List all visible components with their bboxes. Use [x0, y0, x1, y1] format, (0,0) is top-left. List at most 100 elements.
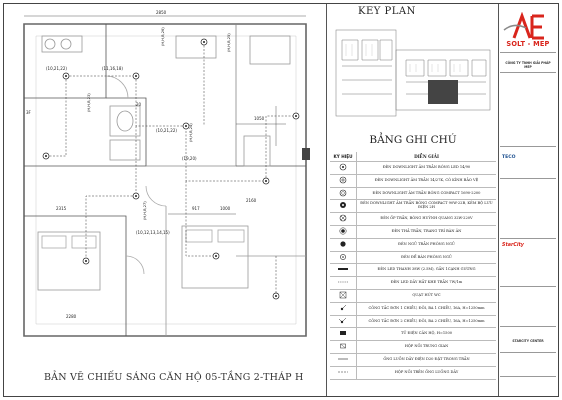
- pendant-icon: [330, 225, 357, 239]
- legend-row: HỘP NỐI TRÊN ỐNG LUỒNG DÂY: [330, 366, 496, 380]
- owner-logo: TECO: [502, 155, 516, 160]
- conduit-ceiling-icon: [330, 353, 357, 367]
- plan-dimension-label: 1000: [220, 206, 231, 211]
- fan-icon: [330, 289, 357, 303]
- tb-line: [500, 72, 556, 73]
- logo-mark-icon: [503, 11, 544, 40]
- legend-row: ỐNG LUỒN DÂY ĐIỆN D20 ĐẶT TRONG TRẦN: [330, 353, 496, 367]
- legend-row-desc: ĐÈN ỐP TRẦN, BÓNG HUỲNH QUANG 32W-220V: [356, 212, 496, 226]
- legend-row: ĐÈN DOWNLIGHT ÂM TRẦN BÓNG COMPACT 1690-…: [330, 187, 496, 201]
- db-panel-icon: [330, 327, 357, 342]
- plan-dimension-label: (10,21,22): [46, 66, 67, 71]
- keyplan-title: KEY PLAN: [358, 6, 416, 17]
- legend-row-desc: ĐÈN DOWNLIGHT ÂM TRẦN BÓNG COMPACT 1690-…: [356, 187, 496, 201]
- plan-circuit-label: (H,H,B,25): [227, 33, 231, 52]
- plan-dimension-label: (11,16,18): [102, 66, 123, 71]
- legend-row: HỘP NỐI TRUNG GIAN: [330, 340, 496, 354]
- tb-line: [500, 178, 556, 179]
- contractor-logo: StarCity: [502, 243, 524, 248]
- plan-dimension-label: 1050: [254, 116, 265, 121]
- plan-dimension-label: 2850: [156, 10, 167, 15]
- plan-dimension-label: 2160: [246, 198, 257, 203]
- legend-row-desc: ỐNG LUỒN DÂY ĐIỆN D20 ĐẶT TRONG TRẦN: [356, 353, 496, 367]
- downlight-compact-led-icon: [330, 199, 357, 214]
- downlight-compact-icon: [330, 187, 357, 201]
- legend-row: QUẠT HÚT WC: [330, 289, 496, 303]
- legend-row-desc: CÔNG TẮC ĐƠN 2 CHIỀU, ĐÔI, BA 2 CHIỀU, 1…: [356, 315, 496, 329]
- legend-row: ĐÈN ỐP TRẦN, BÓNG HUỲNH QUANG 32W-220V: [330, 212, 496, 226]
- plan-circuit-label: (H,H,B,23): [87, 93, 91, 112]
- legend-row-desc: QUẠT HÚT WC: [356, 289, 496, 303]
- project-name: STARCITY CENTER: [512, 339, 544, 343]
- bed-light-icon: [330, 251, 357, 265]
- legend-row: ĐÈN DOWNLIGHT ÂM TRẦN 14/27K, CÓ KÍNH BẢ…: [330, 174, 496, 188]
- legend-row: CÔNG TẮC ĐƠN 1 CHIỀU, ĐÔI, BA 1 CHIỀU, 1…: [330, 302, 496, 316]
- legend-row-desc: ĐÈN DOWNLIGHT ÂM TRẦN BÓNG LED 14/90: [356, 161, 496, 175]
- legend-row-desc: TỦ ĐIỆN CĂN HỘ, H=1500: [356, 327, 496, 342]
- junction-box-icon: [330, 340, 357, 354]
- led-strip-cove-icon: [330, 276, 357, 290]
- legend-row-desc: CÔNG TẮC ĐƠN 1 CHIỀU, ĐÔI, BA 1 CHIỀU, 1…: [356, 302, 496, 316]
- floor-plan-svg: 2850 (10,21,22) (11,16,18) 3F 20 (10,21,22) (1…: [23, 10, 310, 337]
- plan-dimension-label: (10,21,22): [156, 128, 177, 133]
- legend-row-desc: HỘP NỐI TRÊN ỐNG LUỒNG DÂY: [356, 366, 496, 380]
- plan-dimension-label: 3F: [26, 110, 32, 115]
- titleblock-divider: [498, 4, 499, 396]
- tb-line: [500, 376, 556, 377]
- wall-light-icon: [330, 212, 357, 226]
- legend-header-row: KÝ HIỆU DIỄN GIẢI: [330, 152, 496, 162]
- downlight-protect-icon: [330, 174, 357, 188]
- plan-dimension-label: 20: [136, 102, 142, 107]
- legend-row: ĐÈN LED THANH 38W (2.5M), GẮN 1CẠNH GƯƠN…: [330, 263, 496, 278]
- legend-row: ĐÈN LED DÂY HẮT KHE TRẦN 7W/1m: [330, 276, 496, 290]
- legend-row: ĐÈN NGỦ TRẦN PHÒNG NGỦ: [330, 238, 496, 252]
- legend-row-desc: ĐÈN THẢ TRẦN, TRANG TRÍ BÀN ĂN: [356, 225, 496, 239]
- plan-divider: [326, 4, 327, 396]
- downlight-led-icon: [330, 161, 357, 175]
- plan-circuit-label: (H,H,B,27): [143, 201, 147, 220]
- tb-line: [500, 326, 556, 327]
- legend-panel: BẢNG GHI CHÚ KÝ HIỆU DIỄN GIẢI ĐÈN DOWNL…: [330, 134, 496, 392]
- conduit-floor-icon: [330, 366, 357, 380]
- legend-row: TỦ ĐIỆN CĂN HỘ, H=1500: [330, 327, 496, 342]
- legend-row-desc: ĐÈN LED THANH 38W (2.5M), GẮN 1CẠNH GƯƠN…: [356, 263, 496, 278]
- plan-circuit-label: (H,H,B,24): [189, 123, 193, 142]
- plan-dimension-label: 917: [192, 206, 200, 211]
- legend-row: ĐÈN DOWNLIGHT ÂM TRẦN BÓNG LED 14/90: [330, 161, 496, 175]
- title-block: SOLT - MEP CÔNG TY TNHH GIẢI PHÁP MEP TE…: [500, 6, 556, 394]
- legend-title: BẢNG GHI CHÚ: [369, 134, 457, 146]
- company-name: CÔNG TY TNHH GIẢI PHÁP MEP: [505, 61, 551, 69]
- legend-row-desc: ĐÈN DOWNLIGHT ÂM TRẦN 14/27K, CÓ KÍNH BẢ…: [356, 174, 496, 188]
- plan-dimension-label: 2280: [66, 314, 77, 319]
- legend-row: ĐÈN ĐỂ BÀN PHÒNG NGỦ: [330, 251, 496, 265]
- plan-dimension-label: (19,20): [182, 156, 197, 161]
- plan-title: BẢN VẼ CHIẾU SÁNG CĂN HỘ 05-TẦNG 2-THÁP …: [44, 372, 304, 383]
- tb-line: [500, 286, 556, 287]
- legend-row-desc: ĐÈN NGỦ TRẦN PHÒNG NGỦ: [356, 238, 496, 252]
- legend-row-desc: ĐÈN ĐỂ BÀN PHÒNG NGỦ: [356, 251, 496, 265]
- legend-row: ĐÈN DOWNLIGHT ÂM TRẦN BÓNG COMPACT 90W-2…: [330, 199, 496, 214]
- plan-dimension-label: 2315: [56, 206, 67, 211]
- tb-line: [500, 352, 556, 353]
- switch-1way-icon: [330, 302, 357, 316]
- floor-plan: 2850 (10,21,22) (11,16,18) 3F 20 (10,21,22) (1…: [6, 6, 324, 368]
- tb-line: [500, 52, 556, 53]
- company-logo: SOLT - MEP: [500, 11, 556, 48]
- legend-row-desc: ĐÈN LED DÂY HẮT KHE TRẦN 7W/1m: [356, 276, 496, 290]
- legend-row-desc: HỘP NỐI TRUNG GIAN: [356, 340, 496, 354]
- legend-header-desc: DIỄN GIẢI: [356, 152, 496, 162]
- switch-2way-icon: [330, 315, 357, 329]
- tb-line: [500, 238, 556, 239]
- drawing-frame: [3, 3, 559, 397]
- legend-table: KÝ HIỆU DIỄN GIẢI ĐÈN DOWNLIGHT ÂM TRẦN …: [330, 152, 496, 380]
- led-strip-icon: [330, 263, 357, 278]
- logo-text: SOLT - MEP: [506, 40, 550, 48]
- legend-row: ĐÈN THẢ TRẦN, TRANG TRÍ BÀN ĂN: [330, 225, 496, 239]
- ceiling-bedroom-icon: [330, 238, 357, 252]
- keyplan-map: [330, 20, 496, 128]
- plan-dimension-label: (10,12,13,14,15): [136, 230, 170, 235]
- tb-line: [500, 146, 556, 147]
- legend-row: CÔNG TẮC ĐƠN 2 CHIỀU, ĐÔI, BA 2 CHIỀU, 1…: [330, 315, 496, 329]
- legend-header-symbol: KÝ HIỆU: [330, 152, 357, 162]
- legend-row-desc: ĐÈN DOWNLIGHT ÂM TRẦN BÓNG COMPACT 90W-2…: [356, 199, 496, 214]
